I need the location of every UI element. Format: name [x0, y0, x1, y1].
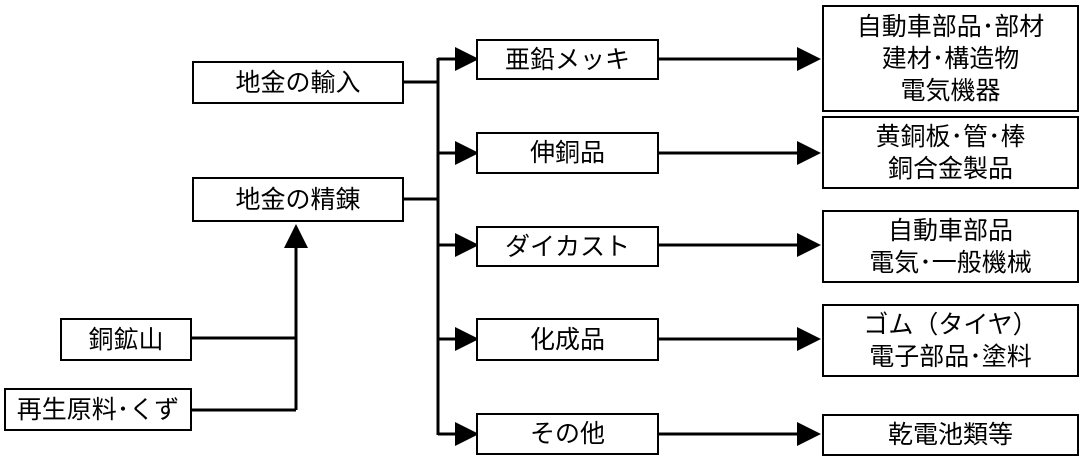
- use-box-other: その他: [476, 413, 659, 455]
- product-line: ゴム（タイヤ）: [863, 309, 1038, 339]
- products-box-other: 乾電池類等: [822, 414, 1079, 456]
- import-label: 地金の輸入: [235, 67, 361, 97]
- import-box: 地金の輸入: [192, 61, 404, 104]
- use-label: ダイカスト: [504, 231, 630, 261]
- product-line: 銅合金製品: [887, 153, 1013, 183]
- use-box-die-casting: ダイカスト: [476, 226, 659, 267]
- refining-box: 地金の精錬: [192, 177, 404, 222]
- use-box-wrought-copper: 伸銅品: [476, 132, 659, 174]
- products-box-chemicals: ゴム（タイヤ） 電子部品･塗料: [822, 304, 1079, 377]
- product-line: 自動車部品: [887, 215, 1013, 245]
- refining-label: 地金の精錬: [235, 184, 361, 214]
- product-line: 自動車部品･部材: [856, 11, 1045, 41]
- product-line: 電気機器: [900, 75, 1001, 105]
- use-label: 伸銅品: [529, 138, 605, 167]
- recycled-box: 再生原料･くず: [4, 388, 192, 431]
- products-box-galvanizing: 自動車部品･部材 建材･構造物 電気機器: [822, 5, 1079, 112]
- mine-box: 銅鉱山: [60, 318, 192, 361]
- product-line: 乾電池類等: [887, 420, 1013, 449]
- product-line: 建材･構造物: [881, 43, 1020, 73]
- use-box-galvanizing: 亜鉛メッキ: [476, 39, 659, 80]
- use-label: その他: [529, 419, 605, 448]
- product-line: 黄銅板･管･棒: [875, 121, 1026, 151]
- recycled-label: 再生原料･くず: [16, 394, 180, 424]
- product-line: 電気･一般機械: [869, 247, 1032, 277]
- use-label: 化成品: [529, 324, 605, 354]
- product-line: 電子部品･塗料: [869, 341, 1032, 371]
- products-box-die-casting: 自動車部品 電気･一般機械: [822, 210, 1079, 283]
- products-box-wrought-copper: 黄銅板･管･棒 銅合金製品: [822, 116, 1079, 189]
- mine-label: 銅鉱山: [88, 324, 164, 354]
- use-box-chemicals: 化成品: [476, 318, 659, 361]
- use-label: 亜鉛メッキ: [504, 44, 630, 74]
